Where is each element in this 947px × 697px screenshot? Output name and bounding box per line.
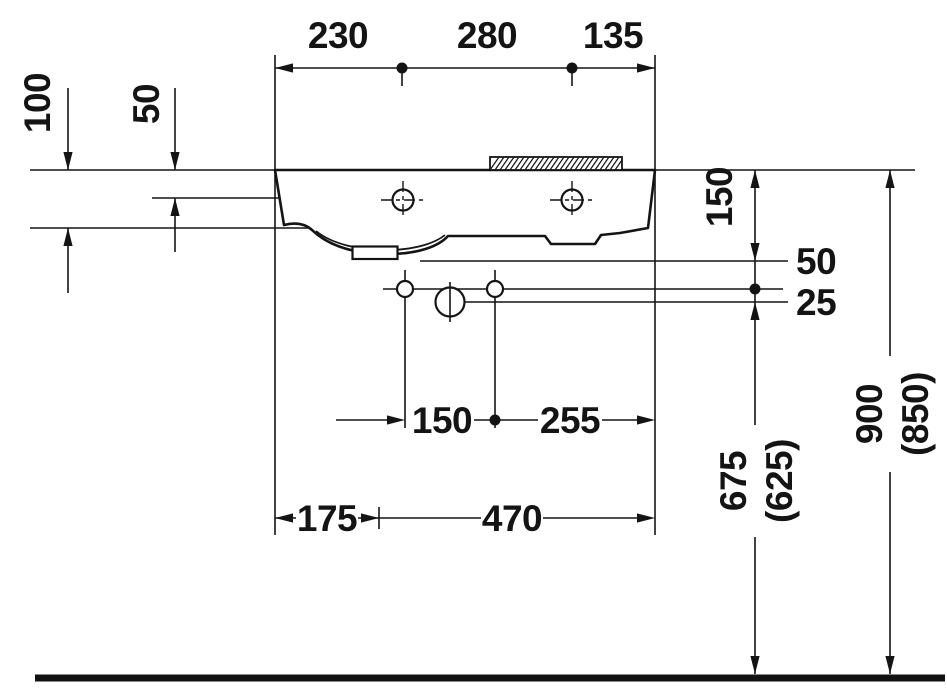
dim-label-470: 470	[482, 498, 542, 539]
dim-label-50-left: 50	[126, 84, 167, 124]
washbasin-profile	[273, 156, 657, 261]
arrowhead-right	[637, 415, 655, 425]
dim-label-50-right: 50	[796, 241, 836, 282]
arrowhead-down	[63, 152, 73, 170]
dim-label-100: 100	[17, 73, 58, 133]
arrowhead-left	[275, 63, 293, 73]
arrowhead-up	[750, 302, 760, 320]
dimension-top-chain: 230 280 135	[275, 15, 655, 74]
dimension-bottom-chain: 175 470	[275, 498, 655, 539]
drain-fitting	[351, 245, 399, 261]
arrowhead-up	[885, 170, 895, 188]
dim-label-25: 25	[796, 282, 836, 323]
dim-label-135: 135	[583, 15, 643, 56]
chain-dot	[396, 62, 408, 74]
arrowhead-down	[750, 243, 760, 261]
arrowhead-down	[885, 656, 895, 674]
dim-label-625: (625)	[759, 439, 800, 523]
dimension-left: 100 50	[17, 73, 180, 293]
tap-deck-hatching	[489, 156, 623, 171]
chain-dot	[489, 414, 501, 426]
arrowhead-left	[275, 513, 293, 523]
dim-label-675: 675	[713, 451, 754, 511]
chain-dot	[749, 283, 761, 295]
basin-outline	[273, 168, 657, 256]
dim-label-230: 230	[308, 15, 368, 56]
dim-label-175: 175	[297, 498, 357, 539]
dim-label-255: 255	[540, 400, 600, 441]
arrowhead-up	[63, 228, 73, 246]
arrowhead-down	[170, 152, 180, 170]
dimension-middle-chain: 150 255	[336, 400, 655, 441]
arrowhead-right	[637, 63, 655, 73]
dimension-right-chain: 150 50 25 675 (625)	[699, 167, 837, 674]
arrowhead-right	[637, 513, 655, 523]
fixing-hole-left	[395, 279, 415, 299]
drain-holes	[395, 279, 505, 322]
mounting-holes	[381, 181, 594, 219]
arrowhead-up	[170, 198, 180, 216]
dim-label-280: 280	[457, 15, 517, 56]
dim-label-150-middle: 150	[412, 400, 472, 441]
arrowhead-right	[361, 513, 379, 523]
dimension-overall-height: 900 (850)	[849, 170, 936, 674]
tap-deck-strip	[489, 156, 623, 171]
dim-label-850: (850)	[895, 372, 936, 456]
dim-label-150-right: 150	[699, 167, 740, 227]
dim-label-900: 900	[849, 384, 890, 444]
arrowhead-right	[387, 415, 405, 425]
arrowhead-down	[750, 656, 760, 674]
chain-dot	[566, 62, 578, 74]
fixing-hole-right	[485, 279, 505, 299]
arrowhead-up	[750, 170, 760, 188]
